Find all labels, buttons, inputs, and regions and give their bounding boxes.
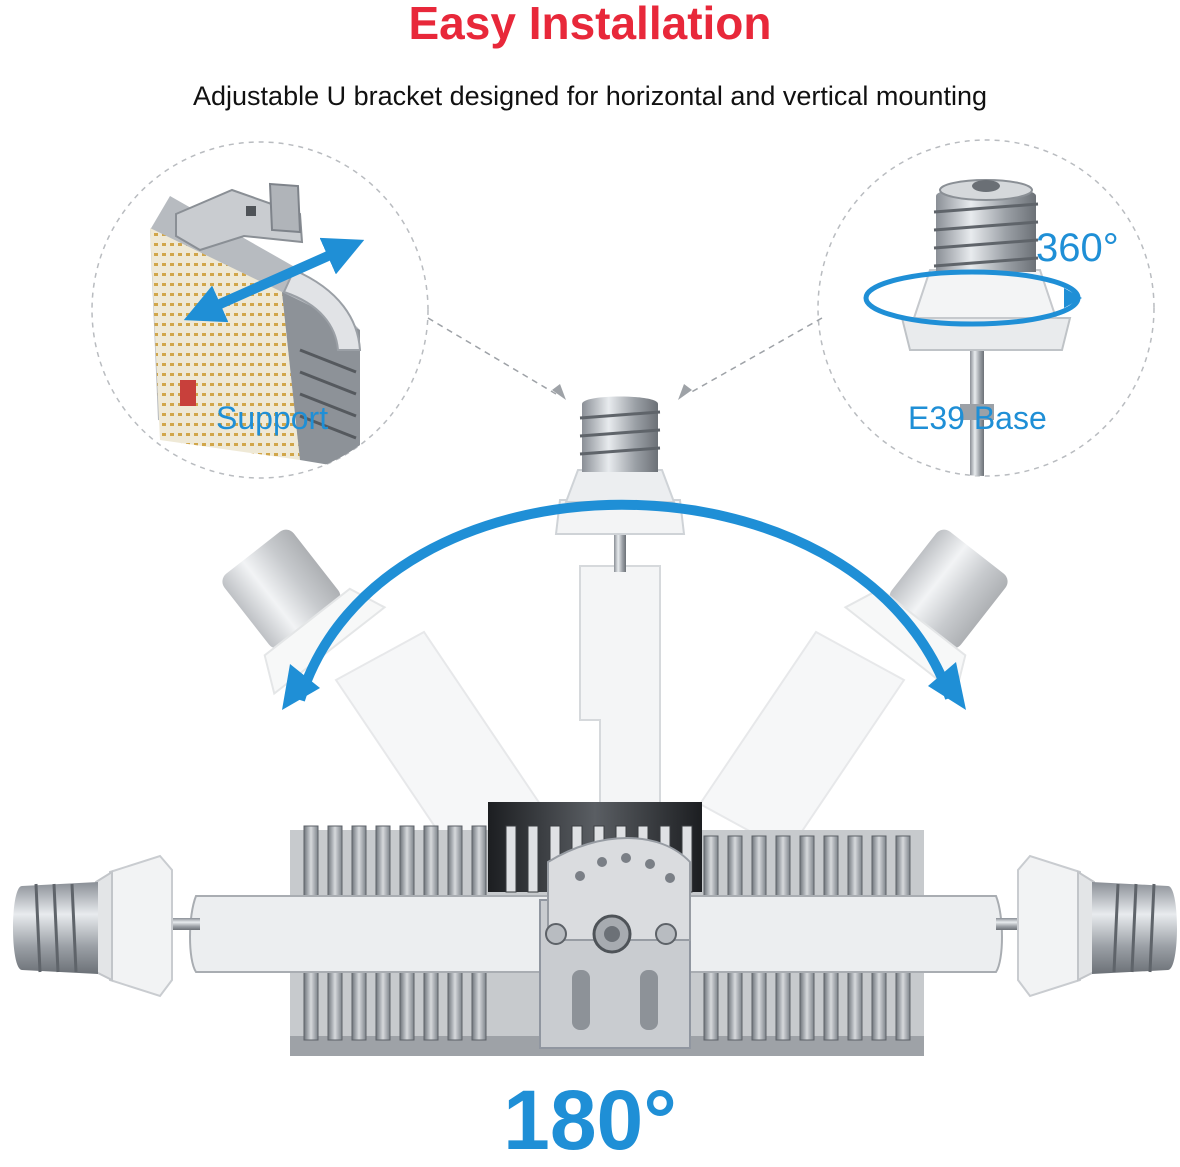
bulb-right-horizontal xyxy=(1017,854,1177,998)
rotation-ring-arrowhead xyxy=(1064,288,1082,308)
e39-base-closeup xyxy=(900,179,1072,476)
bulb-left-horizontal xyxy=(13,854,173,998)
double-arrow-icon xyxy=(183,237,365,323)
center-bulb-base xyxy=(554,396,686,805)
pointer-line-left xyxy=(427,317,557,395)
ghost-arm-right xyxy=(698,529,1008,854)
pointer-arrowhead-right xyxy=(678,384,692,400)
base-callout-circle xyxy=(817,139,1155,477)
swing-arc-arrow-icon xyxy=(295,499,955,702)
swing-arc-arrowhead-left xyxy=(282,664,320,710)
u-bracket-horizontal xyxy=(160,837,1026,1049)
rotation-360-label: 360° xyxy=(1036,226,1119,270)
support-callout-circle xyxy=(91,141,429,479)
page-subtitle: Adjustable U bracket designed for horizo… xyxy=(193,81,987,111)
swing-arc-arrowhead-right xyxy=(928,662,966,710)
rotation-180-label: 180° xyxy=(503,1073,677,1167)
ghost-arm-left xyxy=(222,529,542,854)
support-label: Support xyxy=(216,400,329,436)
pointer-line-right xyxy=(687,317,823,395)
pointer-arrowhead-left xyxy=(552,384,566,400)
page-title: Easy Installation xyxy=(408,0,772,49)
e39-base-label: E39 Base xyxy=(908,400,1047,436)
